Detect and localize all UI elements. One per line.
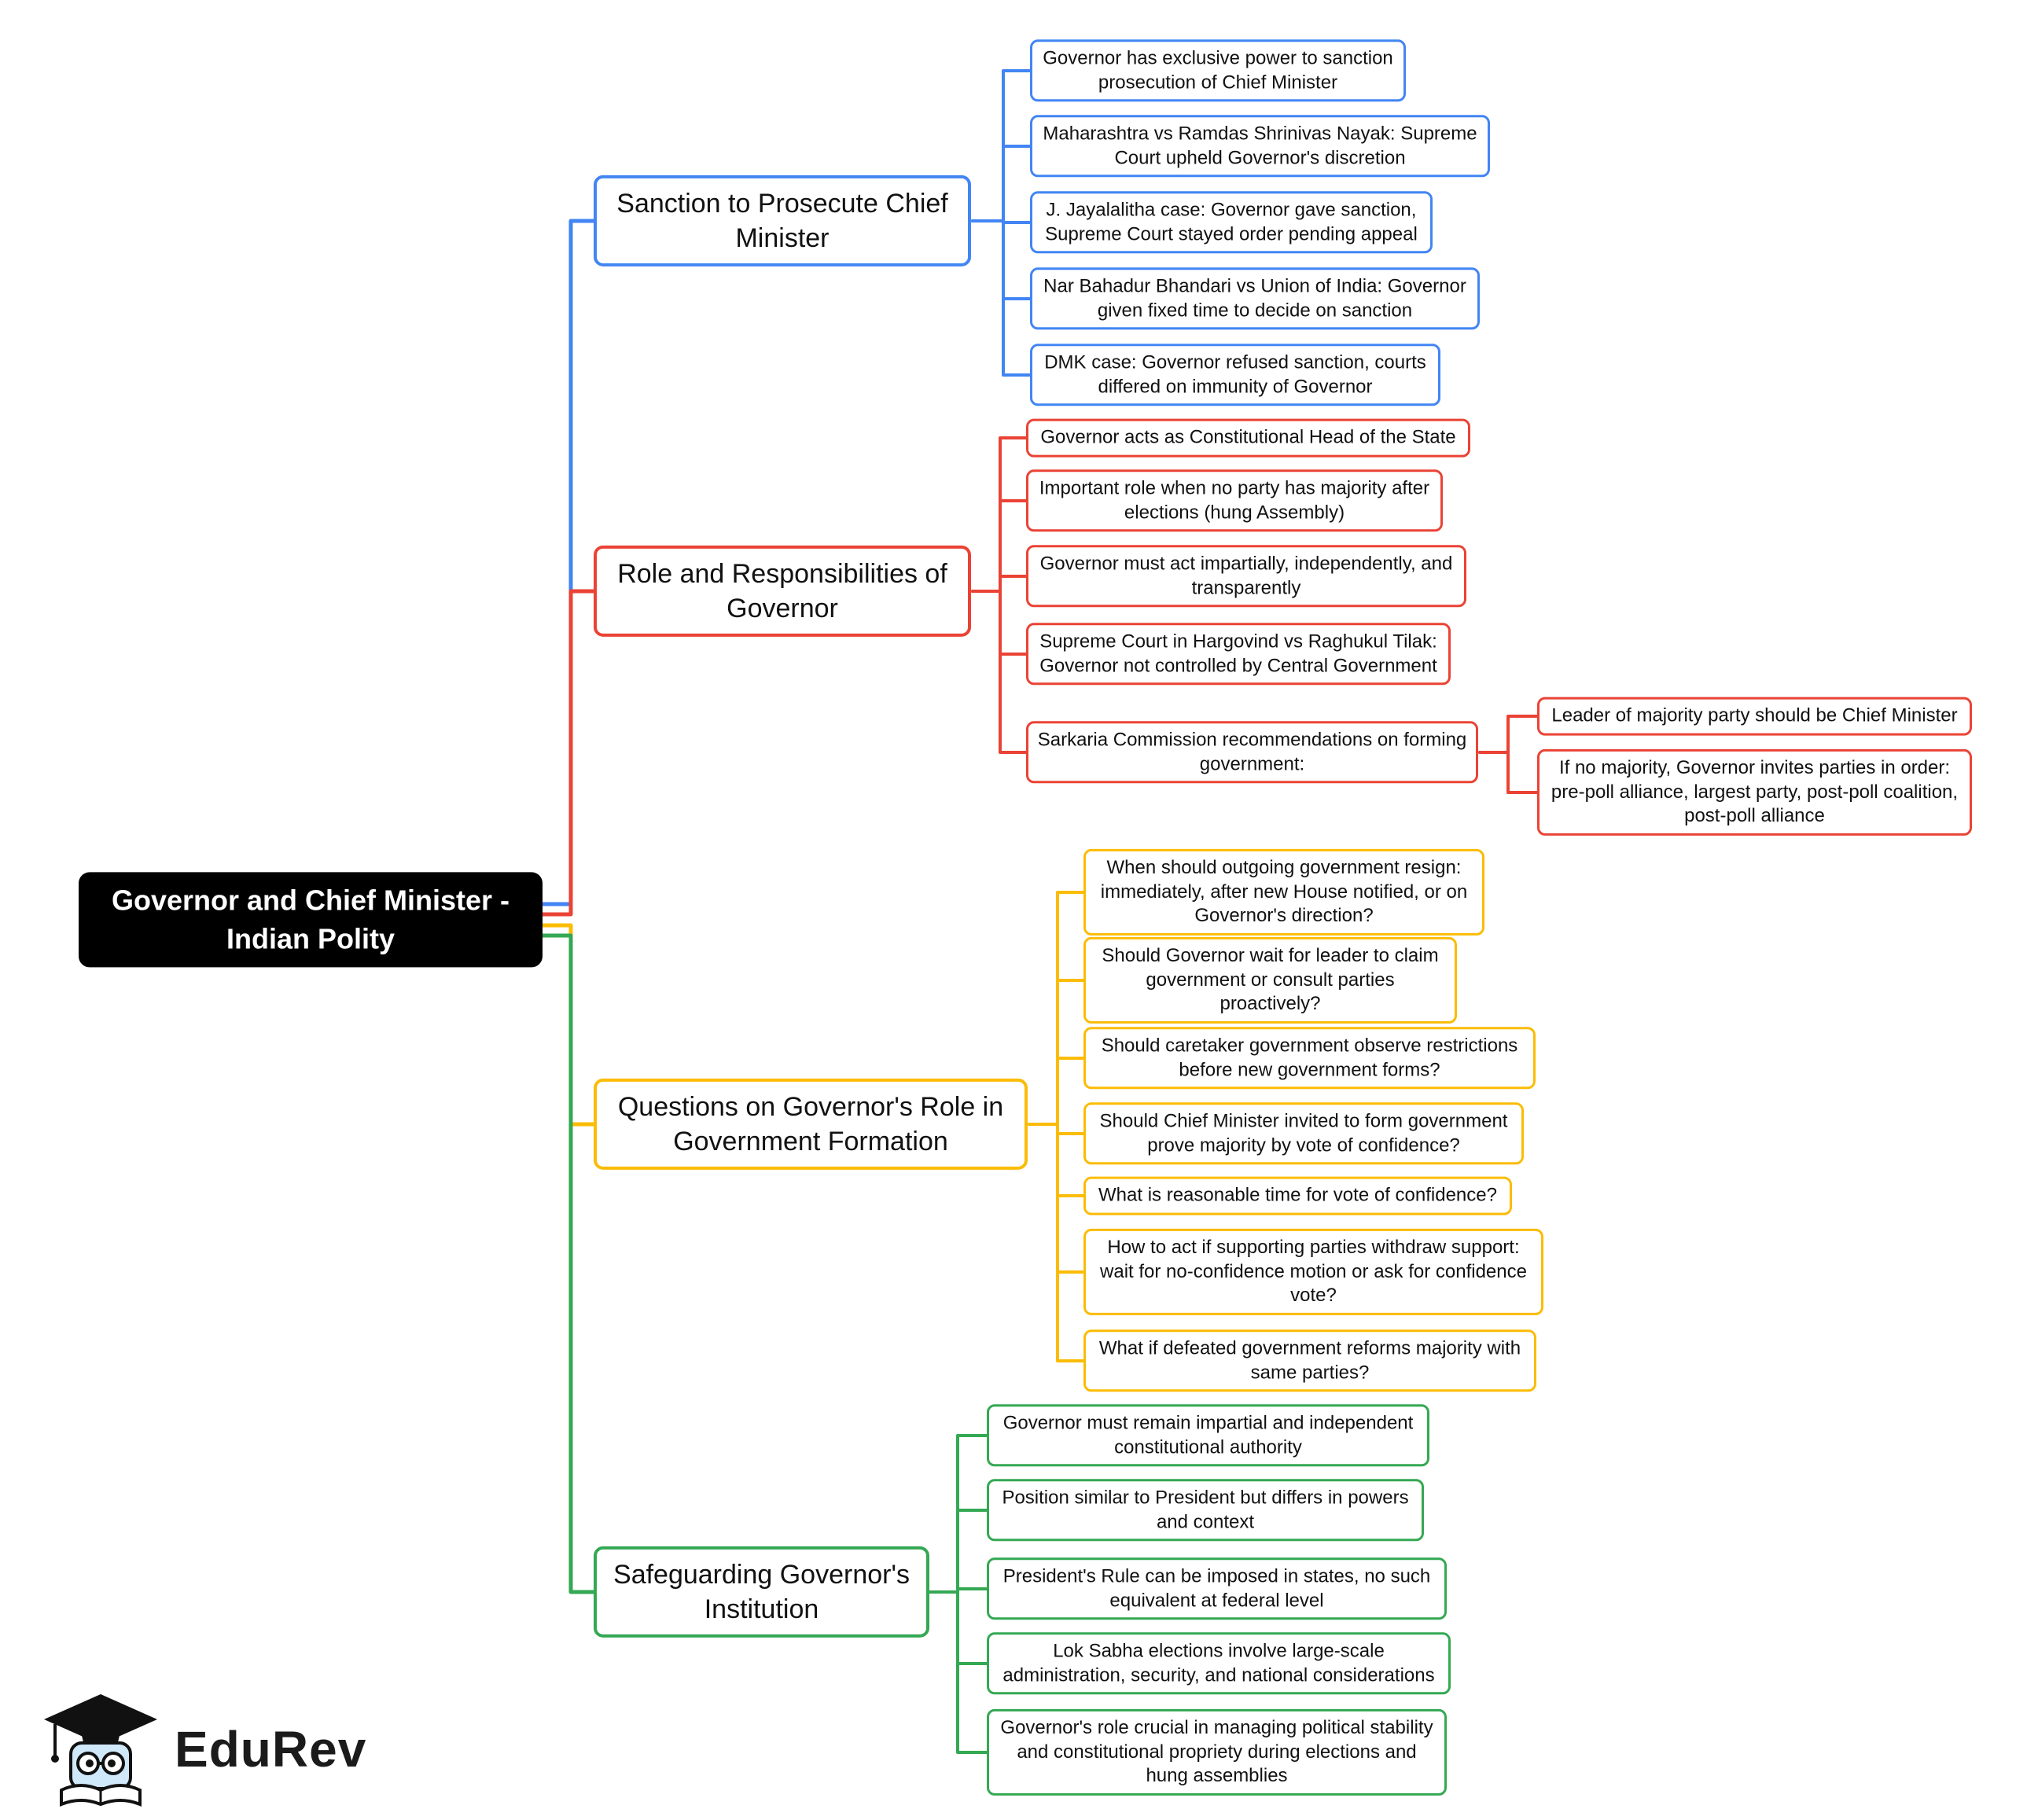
leaf-exclusive-power: Governor has exclusive power to sanction… [1030,39,1406,102]
branch-safeguarding-institution: Safeguarding Governor's Institution [594,1546,929,1638]
edurev-logo: EduRev [38,1686,366,1812]
branch-questions-government-formation: Questions on Governor's Role in Governme… [594,1078,1028,1171]
blue-connectors [536,69,1032,906]
yellow-connectors [536,891,1085,1362]
leaf-lok-sabha-elections: Lok Sabha elections involve large-scale … [987,1632,1451,1695]
leaf-president-comparison: Position similar to President but differ… [987,1479,1424,1542]
leaf-maharashtra-case: Maharashtra vs Ramdas Shrinivas Nayak: S… [1030,115,1490,178]
leaf-no-majority-order: If no majority, Governor invites parties… [1537,748,1972,836]
central-topic: Governor and Chief Minister - Indian Pol… [79,872,543,968]
leaf-q-reform-majority: What if defeated government reforms majo… [1083,1329,1536,1392]
leaf-q-caretaker-restrictions: Should caretaker government observe rest… [1083,1027,1536,1090]
leaf-q-withdraw-support: How to act if supporting parties withdra… [1083,1228,1543,1316]
leaf-hung-assembly-role: Important role when no party has majorit… [1026,469,1443,532]
leaf-presidents-rule: President's Rule can be imposed in state… [987,1557,1447,1620]
leaf-impartial-authority: Governor must remain impartial and indep… [987,1404,1429,1467]
leaf-q-wait-or-consult: Should Governor wait for leader to claim… [1083,936,1457,1024]
leaf-impartial-conduct: Governor must act impartially, independe… [1026,545,1466,608]
leaf-q-reasonable-time: What is reasonable time for vote of conf… [1083,1176,1512,1215]
leaf-hargovind-case: Supreme Court in Hargovind vs Raghukul T… [1026,623,1451,686]
leaf-jayalalitha-case: J. Jayalalitha case: Governor gave sanct… [1030,191,1433,254]
leaf-bhandari-case: Nar Bahadur Bhandari vs Union of India: … [1030,267,1480,330]
leaf-dmk-case: DMK case: Governor refused sanction, cou… [1030,344,1440,406]
edurev-mascot-icon [44,1694,157,1807]
leaf-constitutional-head: Governor acts as Constitutional Head of … [1026,418,1470,458]
leaf-majority-leader-cm: Leader of majority party should be Chief… [1537,697,1972,736]
branch-role-responsibilities: Role and Responsibilities of Governor [594,545,971,638]
branch-sanction-prosecute: Sanction to Prosecute Chief Minister [594,175,971,267]
leaf-q-outgoing-resign: When should outgoing government resign: … [1083,848,1484,936]
red-connectors [536,436,1539,917]
edurev-wordmark: EduRev [175,1721,367,1778]
node-sarkaria-recommendations: Sarkaria Commission recommendations on f… [1026,721,1478,784]
green-connectors [536,933,988,1754]
leaf-q-prove-majority: Should Chief Minister invited to form go… [1083,1102,1524,1165]
leaf-political-stability: Governor's role crucial in managing poli… [987,1708,1447,1796]
